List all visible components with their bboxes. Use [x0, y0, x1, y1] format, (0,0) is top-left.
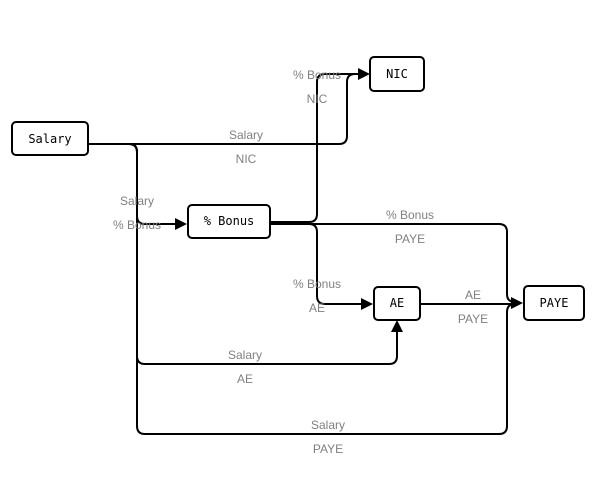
edge-label-salary-ae-target: AE	[237, 372, 253, 386]
edge-salary-to-nic	[88, 73, 362, 145]
edges	[88, 73, 516, 435]
edge-label-ae-paye-target: PAYE	[458, 312, 488, 326]
node-bonus-box	[187, 204, 271, 239]
node-ae-box	[373, 286, 421, 321]
node-nic-label: NIC	[386, 67, 408, 81]
node-salary[interactable]: Salary	[11, 121, 89, 156]
node-paye-box	[523, 285, 585, 321]
edge-label-bonus-nic-source: % Bonus	[293, 68, 341, 82]
edge-label-salary-paye-target: PAYE	[313, 442, 343, 456]
edge-label-bonus-paye-source: % Bonus	[386, 208, 434, 222]
arrowhead-nic	[358, 68, 370, 80]
edge-label-bonus-nic-target: NIC	[307, 92, 328, 106]
edge-label-salary-ae-source: Salary	[228, 348, 262, 362]
node-nic[interactable]: NIC	[369, 56, 425, 92]
node-paye-label: PAYE	[540, 296, 569, 310]
node-salary-box	[11, 121, 89, 156]
edge-bonus-to-nic	[270, 73, 362, 223]
node-ae-label: AE	[390, 296, 404, 310]
edge-label-salary-nic-target: NIC	[236, 152, 257, 166]
edge-salary-to-bonus	[88, 143, 179, 225]
edge-label-ae-paye-source: AE	[465, 288, 481, 302]
node-nic-box	[369, 56, 425, 92]
edge-label-bonus-ae-target: AE	[309, 301, 325, 315]
edge-label-salary-nic-source: Salary	[229, 128, 263, 142]
arrowhead-ae-bottom	[391, 320, 403, 332]
node-bonus[interactable]: % Bonus	[187, 204, 271, 239]
node-bonus-label: % Bonus	[204, 214, 255, 228]
arrowhead-bonus	[175, 218, 187, 230]
edge-label-salary-paye-source: Salary	[311, 418, 345, 432]
node-salary-label: Salary	[28, 132, 71, 146]
edge-bonus-to-ae	[270, 223, 365, 305]
edge-salary-to-paye	[88, 143, 516, 435]
edge-salary-to-ae	[88, 143, 398, 365]
arrowhead-ae-left	[361, 298, 373, 310]
edge-label-bonus-ae-source: % Bonus	[293, 277, 341, 291]
edge-label-bonus-paye-target: PAYE	[395, 232, 425, 246]
edge-label-salary-bonus-target: % Bonus	[113, 218, 161, 232]
arrowhead-paye	[511, 297, 523, 309]
edge-bonus-to-paye	[270, 223, 516, 303]
edge-label-salary-bonus-source: Salary	[120, 194, 154, 208]
node-paye[interactable]: PAYE	[523, 285, 585, 321]
edge-labels: Salary NIC % Bonus NIC Salary % Bonus % …	[113, 68, 488, 456]
arrowheads	[175, 68, 523, 332]
node-ae[interactable]: AE	[373, 286, 421, 321]
